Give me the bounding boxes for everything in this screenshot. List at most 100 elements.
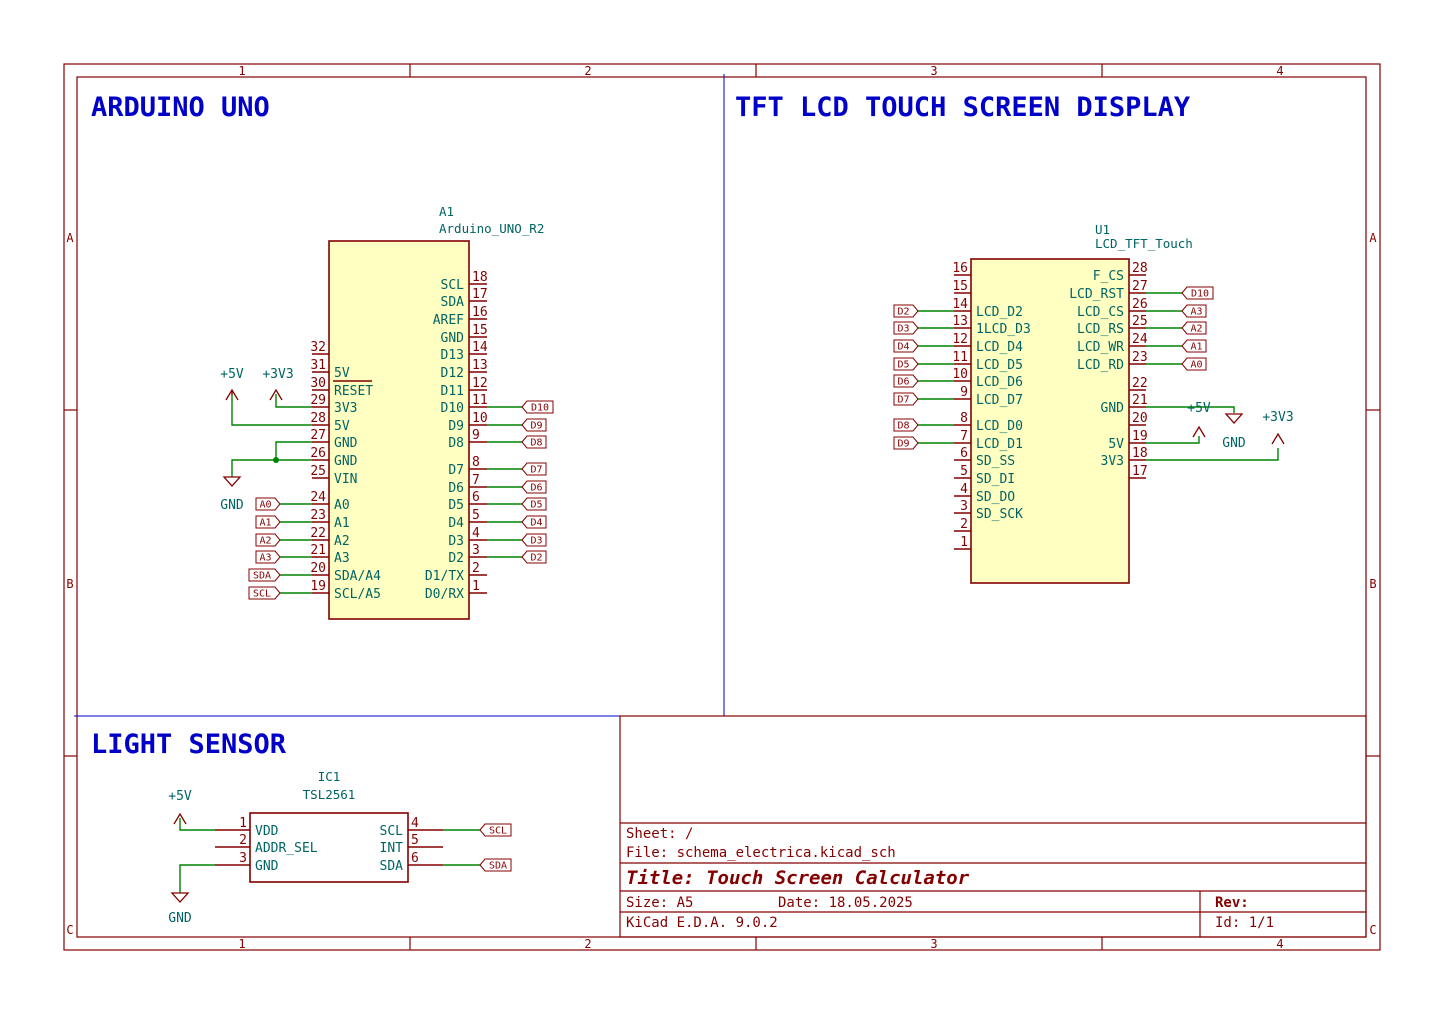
pin[interactable]: 9D8 — [448, 428, 487, 451]
net-label[interactable]: D9 — [521, 418, 547, 432]
net-label[interactable]: D7 — [521, 462, 547, 476]
pin[interactable]: 7D6 — [448, 473, 487, 496]
pin[interactable]: 5D4 — [448, 508, 487, 531]
net-label[interactable]: D8 — [893, 418, 919, 432]
pin[interactable]: 4SD_DO — [954, 482, 1015, 505]
pin[interactable]: 1 — [954, 535, 971, 550]
net-label[interactable]: D10 — [521, 400, 554, 414]
pin[interactable]: 8D7 — [448, 455, 487, 478]
net-label[interactable]: D5 — [893, 357, 919, 371]
net-label[interactable]: A0 — [1181, 357, 1207, 371]
net-label[interactable]: D4 — [893, 339, 919, 353]
arduino-uno-symbol[interactable]: A1 Arduino_UNO_R2 32315V30RESET293V3285V… — [310, 204, 544, 620]
net-label[interactable]: SCL — [248, 586, 281, 600]
net-label[interactable]: D2 — [521, 550, 547, 564]
pin[interactable]: 17 — [1129, 464, 1148, 479]
pin[interactable]: 6D5 — [448, 490, 487, 513]
net-label[interactable]: A3 — [1181, 304, 1207, 318]
pin[interactable]: 28F_CS — [1093, 261, 1148, 284]
net-label[interactable]: D8 — [521, 435, 547, 449]
pin[interactable]: 16 — [952, 261, 971, 276]
pin[interactable]: 22 — [1129, 376, 1148, 391]
tft-lcd-symbol[interactable]: U1 LCD_TFT_Touch 161514LCD_D2131LCD_D312… — [952, 222, 1193, 584]
net-label[interactable]: SCL — [479, 823, 512, 837]
net-label[interactable]: SDA — [479, 858, 512, 872]
net-label[interactable]: SDA — [248, 568, 281, 582]
net-label-text: D6 — [530, 483, 542, 494]
net-label[interactable]: D5 — [521, 497, 547, 511]
pin[interactable]: 2D1/TX — [425, 561, 487, 584]
net-label[interactable]: D4 — [521, 515, 547, 529]
net-label[interactable]: A3 — [255, 550, 281, 564]
net-label[interactable]: D3 — [893, 321, 919, 335]
net-label[interactable]: A2 — [255, 533, 281, 547]
net-label[interactable]: A1 — [1181, 339, 1207, 353]
net-label[interactable]: A0 — [255, 497, 281, 511]
pin[interactable]: 5SD_DI — [954, 464, 1015, 487]
net-label[interactable]: D9 — [893, 436, 919, 450]
net-label[interactable]: D3 — [521, 533, 547, 547]
pin[interactable]: 2 — [954, 517, 971, 532]
pin[interactable]: 1D0/RX — [425, 579, 487, 602]
net-label[interactable]: D7 — [893, 392, 919, 406]
pin[interactable]: 6SD_SS — [954, 446, 1015, 469]
pin[interactable]: 4D3 — [448, 526, 487, 549]
pin[interactable]: 32 — [310, 340, 329, 355]
net-label[interactable]: D10 — [1181, 286, 1214, 300]
net-label[interactable]: D2 — [893, 304, 919, 318]
pin[interactable]: 3SD_SCK — [954, 499, 1023, 522]
net-label[interactable]: A1 — [255, 515, 281, 529]
net-label[interactable]: D6 — [893, 374, 919, 388]
pin[interactable]: 15 — [952, 279, 971, 294]
net-label[interactable]: A2 — [1181, 321, 1207, 335]
net-label[interactable]: D6 — [521, 480, 547, 494]
pin[interactable]: 3D2 — [448, 543, 487, 566]
pin[interactable]: 20 — [1129, 411, 1148, 426]
